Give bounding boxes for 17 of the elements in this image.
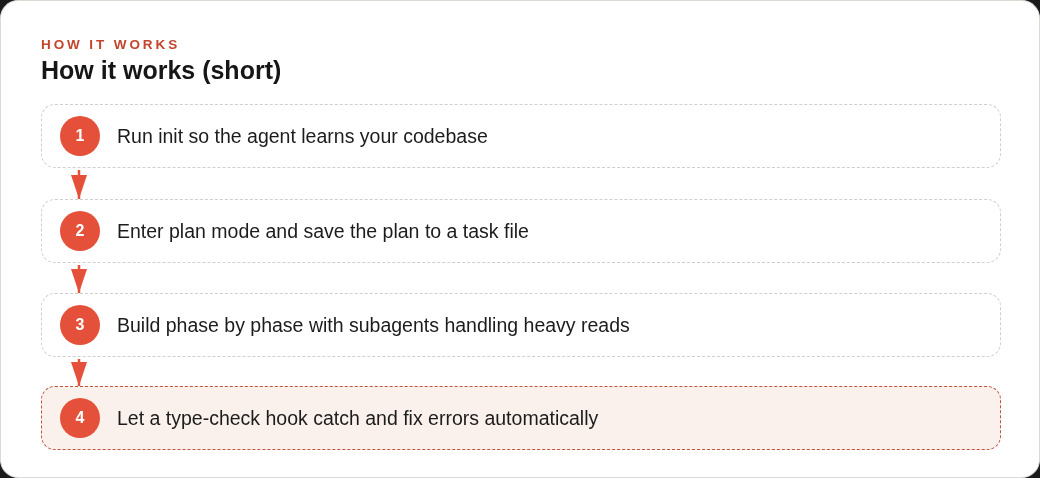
step-box	[41, 199, 1001, 263]
step-number: 3	[60, 305, 100, 345]
step-text: Build phase by phase with subagents handling heavy reads	[117, 313, 630, 337]
step-box	[41, 293, 1001, 357]
step-text: Let a type-check hook catch and fix errors automatically	[117, 406, 599, 430]
step-number: 4	[60, 398, 100, 438]
step-text: Run init so the agent learns your codebase	[117, 124, 488, 148]
highlighted-step-box	[41, 386, 1001, 450]
step-text: Enter plan mode and save the plan to a task file	[117, 219, 529, 243]
arrow	[71, 359, 87, 386]
arrow	[71, 265, 87, 293]
step-box	[41, 104, 1001, 168]
step-number: 1	[60, 116, 100, 156]
step-number: 2	[60, 211, 100, 251]
arrow	[71, 170, 87, 199]
diagram-title: How it works (short)	[41, 56, 282, 85]
section-kicker: HOW IT WORKS	[41, 37, 181, 52]
